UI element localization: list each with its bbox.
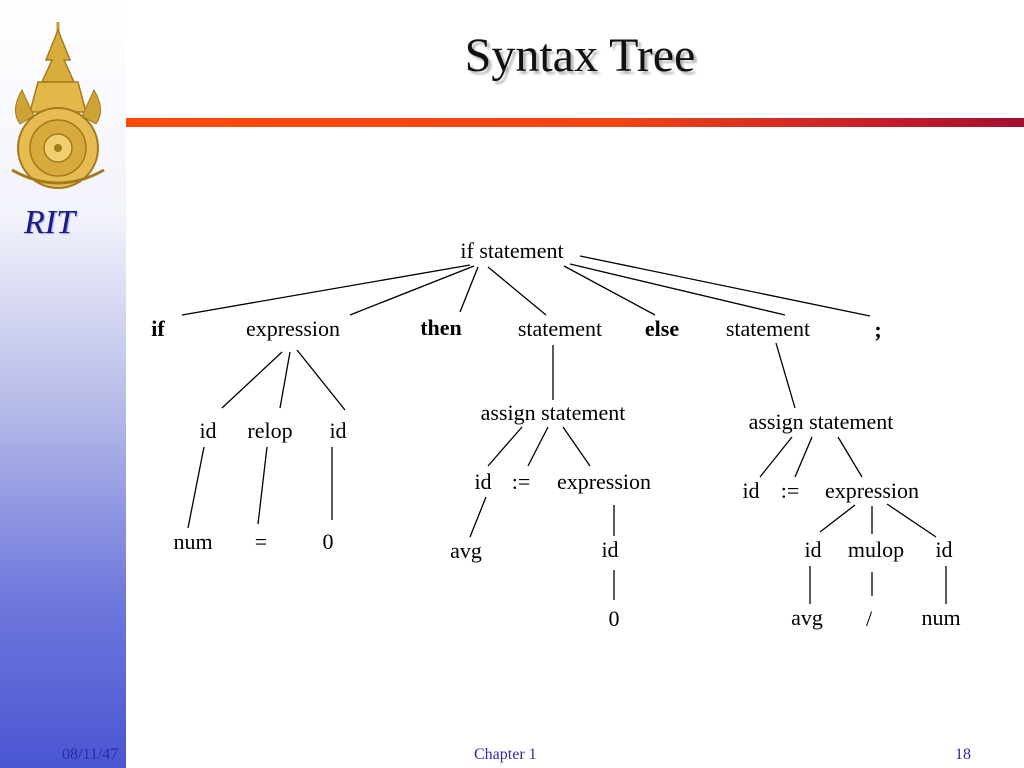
- node-else-num: num: [921, 605, 960, 630]
- logo-text: RIT: [24, 204, 75, 241]
- node-else-expr-id-right: id: [935, 537, 952, 562]
- slide-title: Syntax Tree: [464, 29, 696, 82]
- node-leaf-num: num: [173, 529, 212, 554]
- node-if-keyword: if: [151, 316, 165, 341]
- node-else-expr-id-left: id: [804, 537, 821, 562]
- node-else-slash: /: [866, 606, 873, 631]
- node-then-expression: expression: [557, 469, 651, 494]
- node-then-id: id: [474, 469, 491, 494]
- node-else-assign-op: :=: [781, 478, 800, 503]
- node-semicolon: ;: [874, 317, 881, 342]
- tree-labels: if statement if expression then statemen…: [151, 238, 960, 631]
- node-then-zero: 0: [609, 606, 620, 631]
- node-else-keyword: else: [645, 316, 679, 341]
- node-else-expression: expression: [825, 478, 919, 503]
- node-else-id: id: [742, 478, 759, 503]
- footer-chapter: Chapter 1: [474, 746, 537, 763]
- node-else-mulop: mulop: [848, 537, 904, 562]
- node-else-avg: avg: [791, 605, 823, 630]
- node-then-expr-id: id: [601, 537, 618, 562]
- node-if-statement: if statement: [460, 238, 563, 263]
- node-cond-id-left: id: [199, 418, 216, 443]
- node-then-avg: avg: [450, 538, 482, 563]
- footer-date: 08/11/47: [62, 746, 119, 763]
- node-leaf-zero: 0: [323, 529, 334, 554]
- university-seal-icon: [11, 22, 105, 189]
- node-condition-expression: expression: [246, 316, 340, 341]
- node-then-statement: statement: [518, 316, 602, 341]
- node-leaf-equals: =: [255, 529, 267, 554]
- node-then-assign-op: :=: [512, 469, 531, 494]
- node-else-statement: statement: [726, 316, 810, 341]
- node-cond-id-right: id: [329, 418, 346, 443]
- node-then-keyword: then: [420, 315, 462, 340]
- node-else-assign: assign statement: [749, 409, 894, 434]
- footer-page-number: 18: [955, 746, 971, 763]
- title-divider: [126, 118, 1024, 127]
- node-then-assign: assign statement: [481, 400, 626, 425]
- node-cond-relop: relop: [247, 418, 292, 443]
- tree-edges: [181, 255, 947, 604]
